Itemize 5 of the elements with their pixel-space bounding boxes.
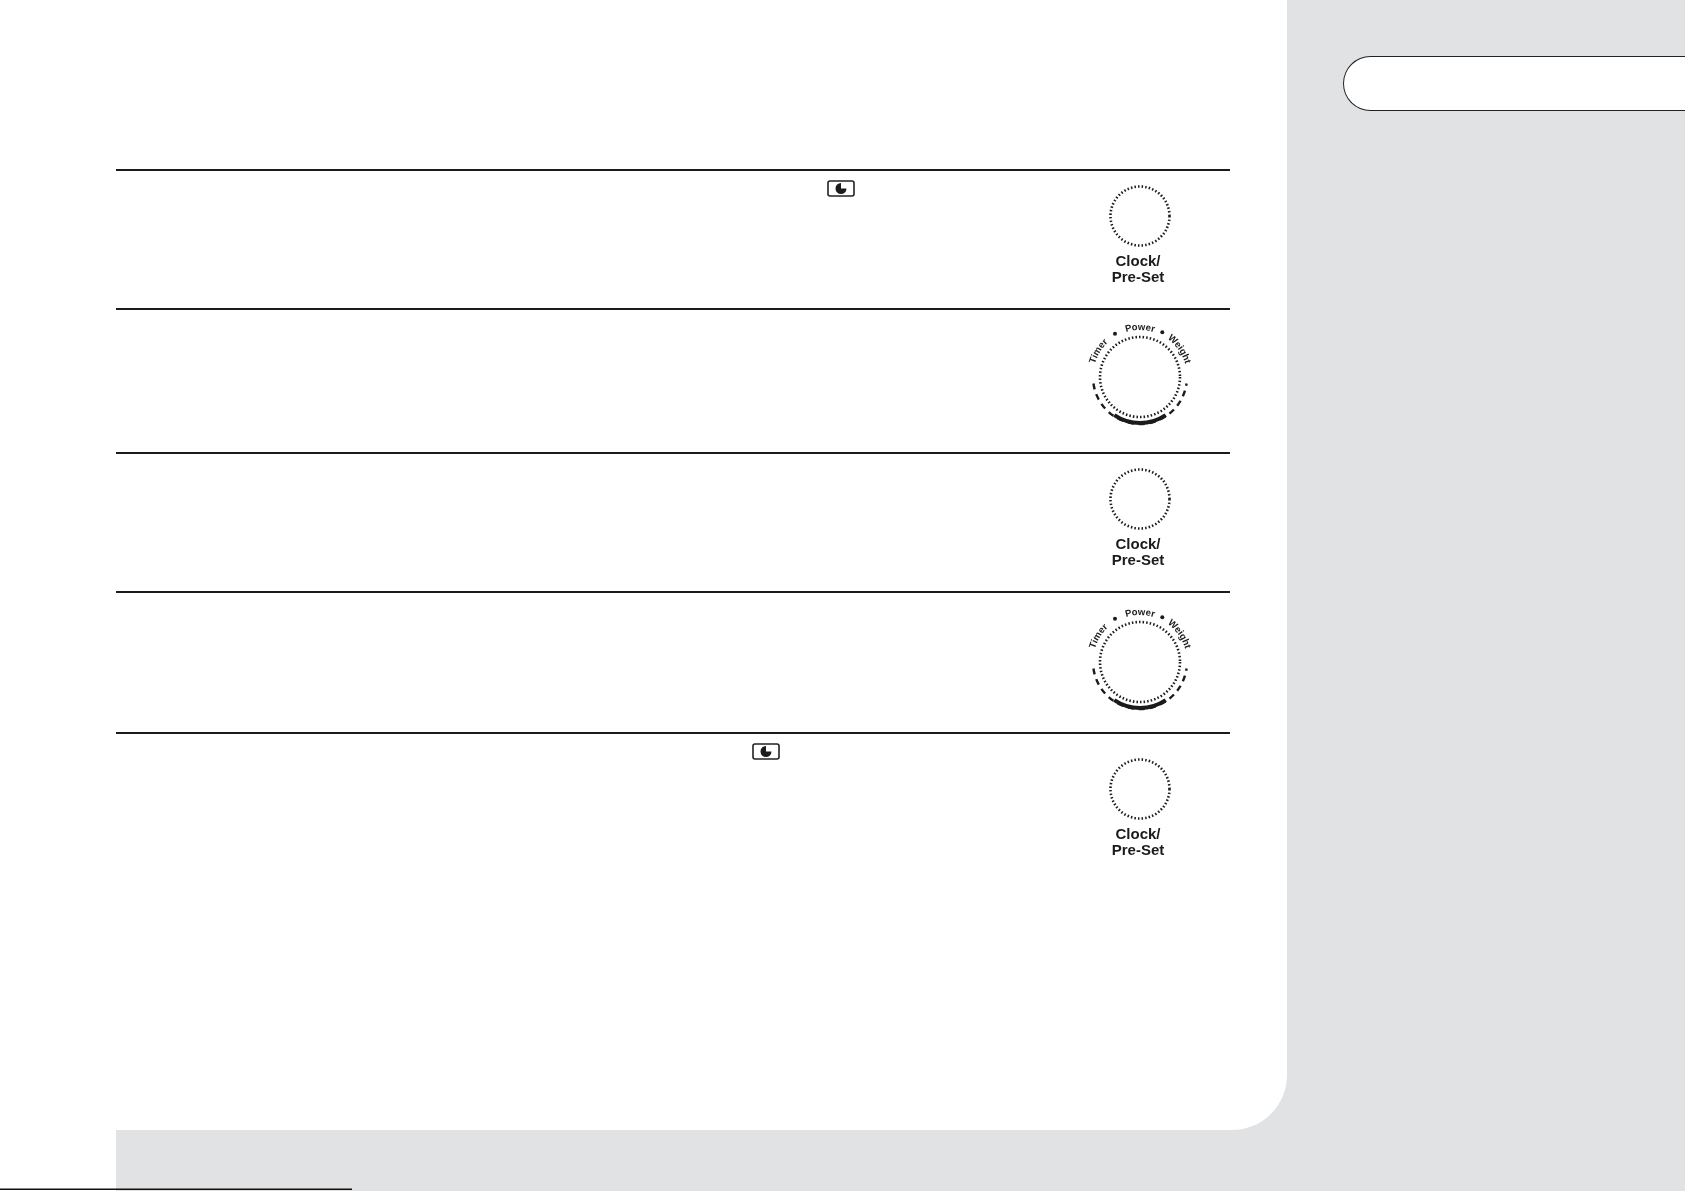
button-label: Clock/ Pre-Set xyxy=(1110,536,1166,568)
dial-label: Power xyxy=(1123,605,1157,620)
button-label: Clock/ Pre-Set xyxy=(1110,826,1166,858)
dial-label: Power xyxy=(1123,320,1157,335)
button-label: Clock/ Pre-Set xyxy=(1110,253,1166,285)
